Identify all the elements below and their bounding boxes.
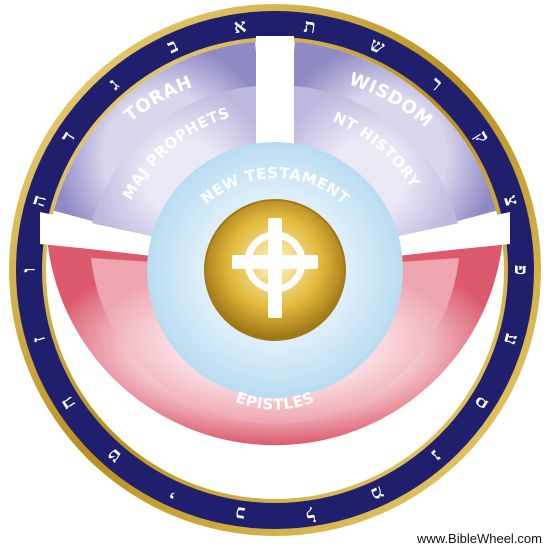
separator-right (390, 212, 510, 256)
hebrew-letter: ל (304, 502, 317, 525)
separator-left (40, 212, 160, 256)
hebrew-letter: ו (18, 268, 40, 273)
hebrew-letter: ת (303, 15, 318, 38)
hebrew-letter: כ (234, 502, 246, 525)
celtic-cross-icon (232, 218, 318, 318)
website-url: www.BibleWheel.com (417, 531, 542, 546)
hebrew-letter: א (232, 15, 247, 39)
separator-top (256, 36, 294, 156)
hebrew-letter: פ (510, 265, 532, 275)
hebrew-letter: ז (28, 334, 51, 345)
